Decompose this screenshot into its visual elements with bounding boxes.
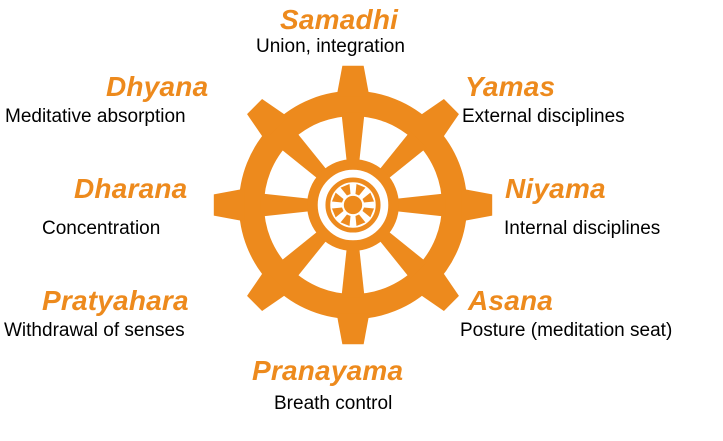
limb-description-pratyahara: Withdrawal of senses <box>4 320 185 341</box>
limb-description-yamas: External disciplines <box>462 106 625 127</box>
limb-name-pratyahara: Pratyahara <box>42 285 189 316</box>
dharma-wheel-icon <box>213 65 493 345</box>
limb-name-samadhi: Samadhi <box>280 4 399 35</box>
limb-name-dharana: Dharana <box>74 173 188 204</box>
limb-description-pranayama: Breath control <box>274 393 393 414</box>
limb-name-niyama: Niyama <box>505 173 606 204</box>
limb-description-niyama: Internal disciplines <box>504 218 661 239</box>
limb-description-dharana: Concentration <box>42 218 161 239</box>
limb-description-asana: Posture (meditation seat) <box>460 320 673 341</box>
limb-name-yamas: Yamas <box>465 71 556 102</box>
limb-name-asana: Asana <box>468 285 554 316</box>
limb-description-samadhi: Union, integration <box>256 36 405 57</box>
limb-name-pranayama: Pranayama <box>252 355 404 386</box>
limb-description-dhyana: Meditative absorption <box>5 106 186 127</box>
limb-name-dhyana: Dhyana <box>106 71 209 102</box>
